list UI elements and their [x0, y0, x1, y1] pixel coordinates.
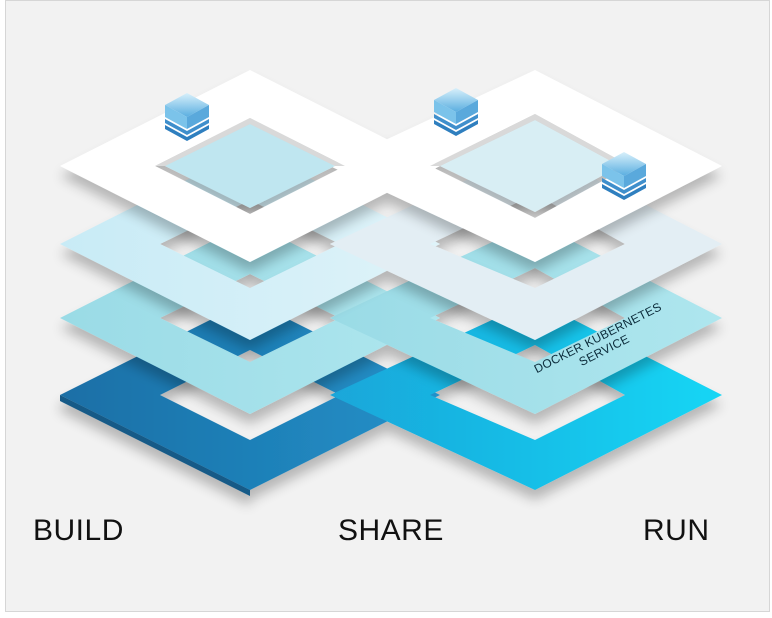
top-left-inner-rim — [155, 118, 345, 166]
layer-top-left-ring — [60, 70, 440, 262]
run-label: RUN — [643, 514, 710, 547]
container-stack-icon — [434, 88, 478, 136]
layer-bottom-edge — [60, 395, 250, 496]
container-stack-icon — [602, 152, 646, 200]
top-right-inner-well — [440, 120, 620, 212]
share-label: SHARE — [338, 514, 444, 547]
build-label: BUILD — [33, 514, 124, 547]
layer-top — [60, 70, 722, 262]
layer-top-right-ring — [330, 70, 722, 262]
top-right-inner-rim — [430, 114, 630, 166]
container-stack-icon — [165, 93, 209, 141]
